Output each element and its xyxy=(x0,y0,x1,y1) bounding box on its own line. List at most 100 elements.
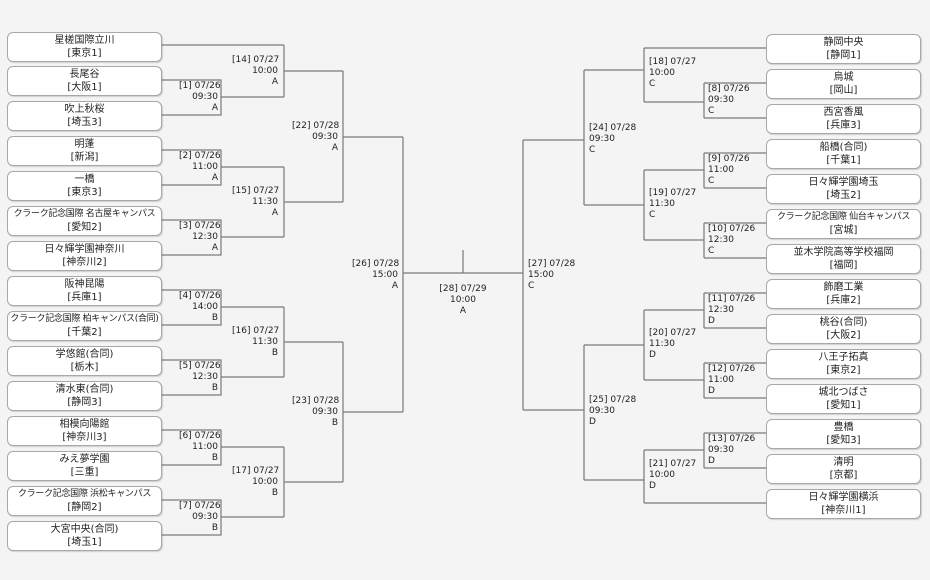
match-id: [24] 07/28 xyxy=(589,123,637,133)
match-time: 09:30 xyxy=(589,134,615,144)
team-prefecture: [福岡] xyxy=(829,260,858,271)
team-prefecture: [大阪2] xyxy=(826,330,861,341)
match-field: B xyxy=(211,383,218,393)
team-box: 一橋[東京3] xyxy=(7,171,162,201)
match-time: 09:30 xyxy=(708,445,734,455)
match-field: B xyxy=(211,313,218,323)
team-prefecture: [東京1] xyxy=(67,48,102,59)
team-prefecture: [愛知2] xyxy=(67,222,102,233)
match-time: 09:30 xyxy=(312,132,338,142)
match-id: [10] 07/26 xyxy=(708,224,756,234)
team-box: 大宮中央(合同)[埼玉1] xyxy=(7,521,162,551)
match-time: 11:30 xyxy=(649,199,675,209)
team-prefecture: [静岡2] xyxy=(67,502,102,513)
match-field: D xyxy=(649,350,656,360)
match-time: 10:00 xyxy=(450,295,476,305)
match-field: C xyxy=(528,281,535,291)
team-name: 長尾谷 xyxy=(69,69,100,80)
team-name: クラーク記念国際 柏キャンパス(合同) xyxy=(10,314,159,324)
line-l-m16 xyxy=(283,307,343,377)
match-time: 11:00 xyxy=(192,162,218,172)
match-id: [6] 07/26 xyxy=(179,431,221,441)
match-field: C xyxy=(708,176,715,186)
match-field: C xyxy=(708,246,715,256)
team-prefecture: [埼玉3] xyxy=(67,117,102,128)
team-name: 烏城 xyxy=(833,72,854,83)
team-box: 西宮香風[兵庫3] xyxy=(766,104,921,134)
match-time: 10:00 xyxy=(252,477,278,487)
line-r-m13 xyxy=(644,432,766,469)
match-field: A xyxy=(211,173,218,183)
match-id: [4] 07/26 xyxy=(179,291,221,301)
match-id: [15] 07/27 xyxy=(232,186,280,196)
team-box: 飾磨工業[兵庫2] xyxy=(766,279,921,309)
match-time: 12:30 xyxy=(192,232,218,242)
match-field: D xyxy=(589,417,596,427)
team-prefecture: [三重] xyxy=(70,467,99,478)
match-time: 11:00 xyxy=(192,442,218,452)
team-name: 船橋(合同) xyxy=(819,142,868,153)
team-name: 星槎国際立川 xyxy=(54,35,115,46)
line-l-m5 xyxy=(161,359,284,396)
line-final xyxy=(462,250,523,274)
team-prefecture: [兵庫2] xyxy=(826,295,861,306)
match-field: C xyxy=(589,145,596,155)
team-box: クラーク記念国際 柏キャンパス(合同)[千葉2] xyxy=(7,311,162,341)
match-field: D xyxy=(708,316,715,326)
match-id: [14] 07/27 xyxy=(232,55,280,65)
match-time: 09:30 xyxy=(312,407,338,417)
team-name: 吹上秋桜 xyxy=(64,104,105,115)
team-prefecture: [愛知1] xyxy=(826,400,861,411)
match-id: [7] 07/26 xyxy=(179,501,221,511)
match-id: [23] 07/28 xyxy=(292,396,340,406)
line-l-m22 xyxy=(342,71,403,202)
match-id: [11] 07/26 xyxy=(708,294,756,304)
line-r-m20 xyxy=(584,310,645,380)
team-prefecture: [新潟] xyxy=(70,152,99,163)
line-r-m12 xyxy=(644,362,766,399)
team-prefecture: [宮城] xyxy=(829,225,858,236)
team-name: 清明 xyxy=(833,457,854,468)
team-prefecture: [栃木] xyxy=(70,362,99,373)
match-id: [5] 07/26 xyxy=(179,361,221,371)
match-field: B xyxy=(271,488,278,498)
match-time: 09:30 xyxy=(192,92,218,102)
team-prefecture: [神奈川2] xyxy=(62,257,107,268)
team-box: 船橋(合同)[千葉1] xyxy=(766,139,921,169)
team-prefecture: [兵庫1] xyxy=(67,292,102,303)
team-box: 並木学院高等学校福岡[福岡] xyxy=(766,244,921,274)
match-field: A xyxy=(271,77,278,87)
line-l-m17 xyxy=(283,447,343,517)
team-prefecture: [大阪1] xyxy=(67,82,102,93)
team-name: みえ夢学園 xyxy=(59,454,110,465)
line-r-m25 xyxy=(523,345,585,480)
line-l-m6 xyxy=(161,429,284,466)
match-time: 11:30 xyxy=(649,339,675,349)
team-prefecture: [京都] xyxy=(829,470,858,481)
team-name: 清水東(合同) xyxy=(55,384,114,395)
match-id: [22] 07/28 xyxy=(292,121,340,131)
team-name: 阪神昆陽 xyxy=(64,279,105,290)
match-time: 10:00 xyxy=(252,66,278,76)
team-name: 桃谷(合同) xyxy=(819,317,868,328)
line-r-m11 xyxy=(644,292,766,329)
team-box: 日々輝学園横浜[神奈川1] xyxy=(766,489,921,519)
match-field: D xyxy=(649,481,656,491)
team-box: 長尾谷 [大阪1] xyxy=(7,66,162,96)
match-id: [26] 07/28 xyxy=(352,259,400,269)
team-box: 日々輝学園埼玉[埼玉2] xyxy=(766,174,921,204)
